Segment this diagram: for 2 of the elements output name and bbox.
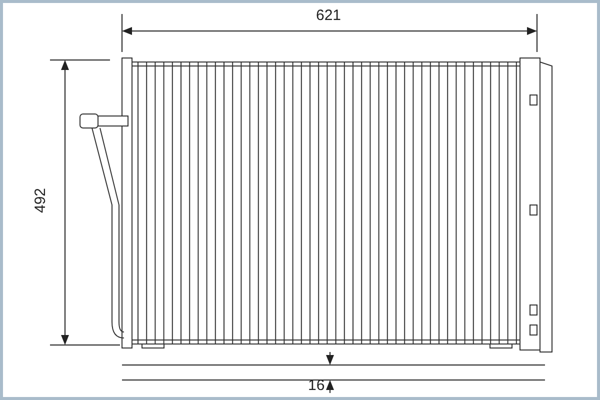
dimension-value: 492 [33, 188, 48, 214]
dimension-value: 621 [316, 8, 342, 23]
